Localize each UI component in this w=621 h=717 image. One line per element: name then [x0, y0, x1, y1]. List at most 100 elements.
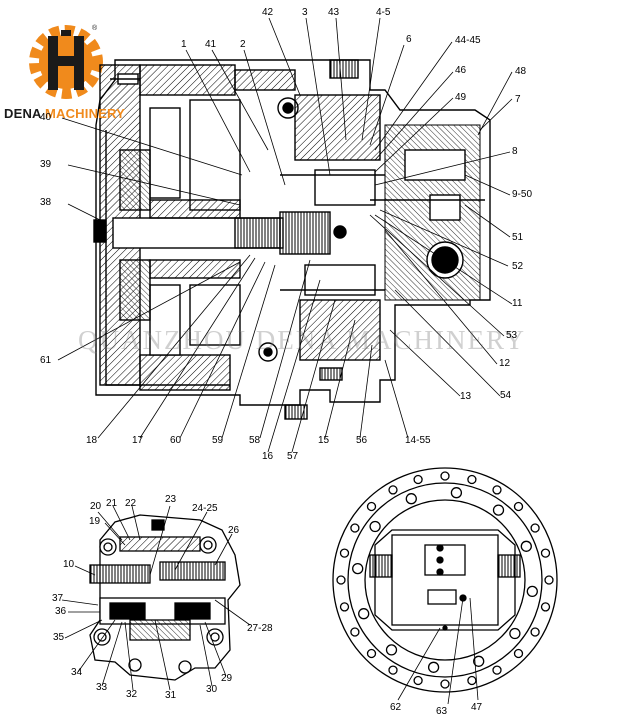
inner-bolt-hole: [526, 585, 538, 598]
inner-bolt-hole: [385, 644, 398, 656]
label-13: 13: [460, 391, 472, 402]
inner-bolt-hole: [352, 562, 364, 575]
inner-bolt-hole: [450, 487, 463, 499]
label-41: 41: [205, 39, 217, 50]
label-2: 2: [240, 39, 246, 50]
label-8: 8: [512, 146, 518, 157]
brand-word-2: MACHINERY: [44, 106, 126, 121]
label-32: 32: [126, 689, 138, 700]
inner-bolt-hole: [509, 627, 521, 640]
bolt-hole: [388, 665, 398, 675]
bolt-hole: [492, 665, 502, 675]
label-19: 19: [89, 516, 101, 527]
label-63: 63: [436, 706, 448, 717]
label-44-45: 44-45: [455, 35, 481, 46]
label-29: 29: [221, 673, 233, 684]
label-10: 10: [63, 559, 75, 570]
label-52: 52: [512, 261, 524, 272]
label-30: 30: [206, 684, 218, 695]
inner-bolt-hole: [520, 540, 532, 552]
bolt-hole: [339, 548, 350, 558]
bolt-hole: [492, 485, 502, 495]
leader-lines-flange: [397, 597, 479, 705]
label-54: 54: [500, 390, 512, 401]
label-7: 7: [515, 94, 521, 105]
bolt-hole: [513, 501, 524, 512]
label-23: 23: [165, 494, 177, 505]
label-31: 31: [165, 690, 177, 701]
company-logo: ®: [29, 24, 103, 99]
label-42: 42: [262, 7, 274, 18]
watermark: QUANZHOU DENA MACHINERY: [78, 325, 526, 355]
bolt-hole: [440, 471, 450, 481]
bolt-hole: [530, 627, 540, 637]
label-12: 12: [499, 358, 511, 369]
label-62: 62: [390, 702, 402, 713]
label-21: 21: [106, 498, 118, 509]
valve-block-view: [89, 514, 241, 681]
label-57: 57: [287, 451, 299, 462]
label-37: 37: [52, 593, 64, 604]
label-1: 1: [181, 39, 187, 50]
label-47: 47: [471, 702, 483, 713]
label-22: 22: [125, 498, 137, 509]
inner-bolt-hole: [492, 504, 505, 516]
label-61: 61: [40, 355, 52, 366]
bolt-hole: [413, 675, 423, 686]
label-24-25: 24-25: [192, 503, 218, 514]
label-39: 39: [40, 159, 52, 170]
label-53: 53: [506, 330, 518, 341]
leader-lines-main: [57, 17, 513, 453]
bolt-hole: [366, 648, 377, 659]
label-40: 40: [40, 112, 52, 123]
label-15: 15: [318, 435, 330, 446]
label-17: 17: [132, 435, 144, 446]
label-35: 35: [53, 632, 65, 643]
label-51: 51: [512, 232, 524, 243]
label-59: 59: [212, 435, 224, 446]
label-14-55: 14-55: [405, 435, 431, 446]
bolt-hole: [350, 627, 360, 637]
inner-bolt-hole: [358, 608, 370, 620]
bolt-hole: [366, 501, 377, 512]
inner-bolt-hole: [405, 493, 417, 505]
label-27-28: 27-28: [247, 623, 273, 634]
label-11: 11: [512, 298, 523, 309]
label-34: 34: [71, 667, 83, 678]
bolt-hole: [350, 523, 360, 533]
label-33: 33: [96, 682, 108, 693]
label-16: 16: [262, 451, 274, 462]
inner-bolt-hole: [427, 661, 440, 673]
bolt-hole: [388, 485, 398, 495]
bolt-hole: [413, 474, 423, 485]
brand-word: DENA: [4, 106, 42, 121]
label-60: 60: [170, 435, 182, 446]
label-4-5: 4-5: [376, 7, 391, 18]
bolt-hole: [467, 474, 477, 485]
label-38: 38: [40, 197, 52, 208]
bolt-hole: [440, 679, 450, 689]
label-56: 56: [356, 435, 368, 446]
brand-name: DENA MACHINERY: [4, 106, 125, 121]
label-18: 18: [86, 435, 98, 446]
label-49: 49: [455, 92, 467, 103]
bolt-hole: [540, 602, 551, 612]
inner-bolt-hole: [369, 520, 381, 533]
cross-section-view: [93, 59, 491, 420]
bolt-hole: [544, 575, 554, 585]
label-48: 48: [515, 66, 527, 77]
inner-bolt-hole: [473, 655, 485, 667]
label-43: 43: [328, 7, 340, 18]
label-3: 3: [302, 7, 308, 18]
label-20: 20: [90, 501, 102, 512]
bolt-hole: [336, 575, 346, 585]
bolt-hole: [540, 548, 551, 558]
flange-end-view: [332, 467, 558, 693]
label-58: 58: [249, 435, 261, 446]
label-6: 6: [406, 34, 412, 45]
label-26: 26: [228, 525, 240, 536]
label-9-50: 9-50: [512, 189, 533, 200]
label-46: 46: [455, 65, 467, 76]
bolt-hole: [339, 602, 350, 612]
